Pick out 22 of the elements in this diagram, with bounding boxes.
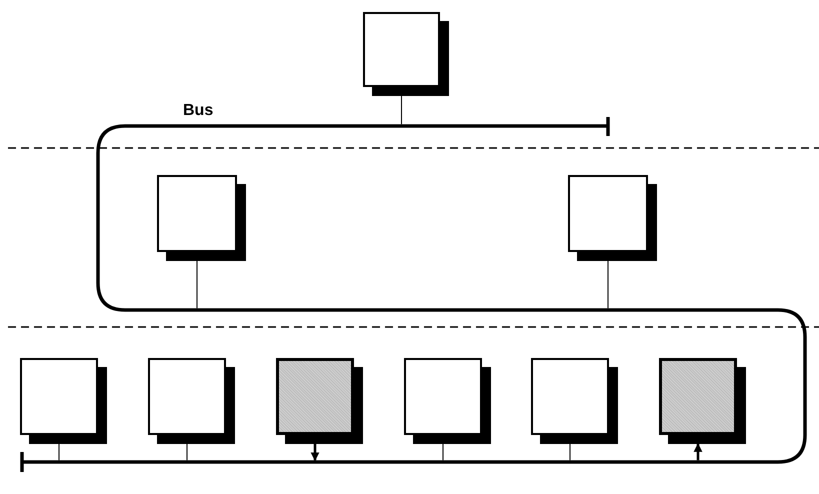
device-box	[404, 358, 491, 444]
connector-line	[186, 444, 188, 461]
device-box	[148, 358, 235, 444]
device-box	[20, 358, 107, 444]
bus-line	[125, 308, 778, 312]
device-box	[276, 358, 363, 444]
bus-line	[123, 115, 610, 138]
connector-line	[58, 444, 60, 461]
bus-label: Bus	[183, 102, 214, 120]
arrow	[310, 444, 320, 462]
bus-bend	[96, 124, 126, 312]
connector-line	[196, 260, 198, 309]
connector-line	[442, 444, 444, 461]
bus-line	[20, 450, 780, 474]
connector-line	[401, 96, 402, 125]
bus-bend	[778, 308, 807, 464]
device-box	[568, 175, 657, 261]
device-box	[157, 175, 246, 261]
device-box	[363, 12, 449, 96]
device-box	[531, 358, 618, 444]
device-box	[659, 358, 746, 444]
arrow	[694, 443, 702, 460]
